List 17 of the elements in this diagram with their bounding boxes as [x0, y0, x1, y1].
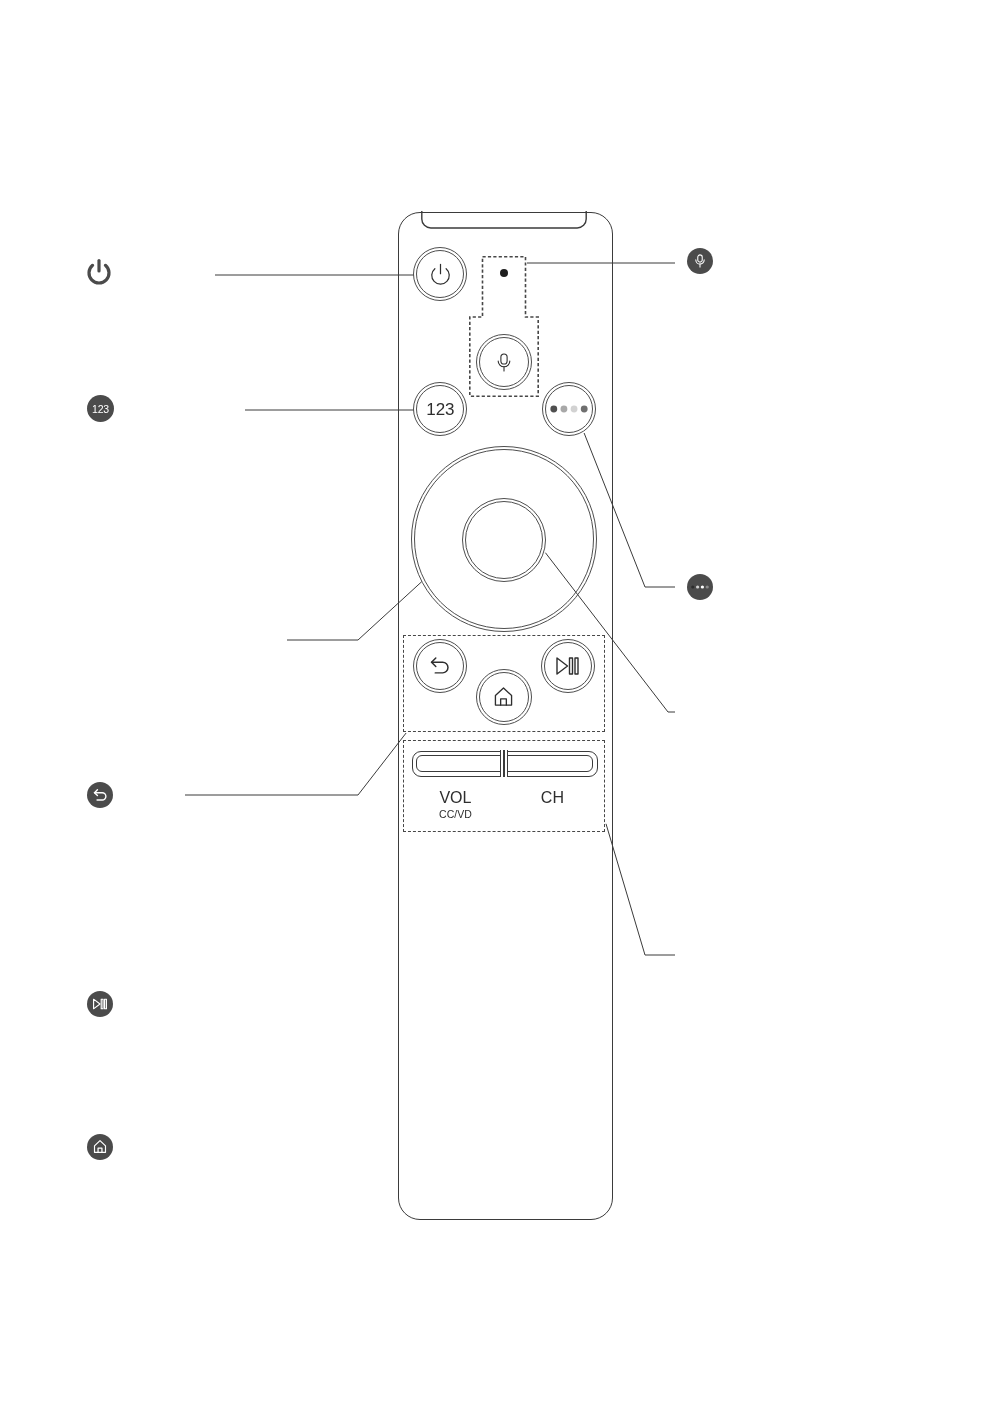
leader-line: [605, 823, 676, 956]
leader-line: [583, 432, 676, 588]
remote-body: [398, 212, 613, 1220]
leader-line: [244, 409, 415, 411]
leader-line: [286, 581, 423, 641]
dashed-group-frame: [403, 635, 606, 733]
key-label: CC/VD: [439, 808, 472, 821]
key-label: CH: [540, 789, 564, 808]
microphone-area-outline: [469, 256, 540, 398]
leader-line: [214, 274, 415, 276]
leader-line: [544, 552, 676, 713]
leader-line: [184, 732, 407, 796]
leader-line: [526, 262, 676, 264]
key-label: VOL: [439, 789, 472, 808]
number-key-symbol: 123: [87, 395, 114, 422]
volume-channel-rocker: [411, 750, 598, 777]
dashed-group-frame: [403, 740, 606, 833]
